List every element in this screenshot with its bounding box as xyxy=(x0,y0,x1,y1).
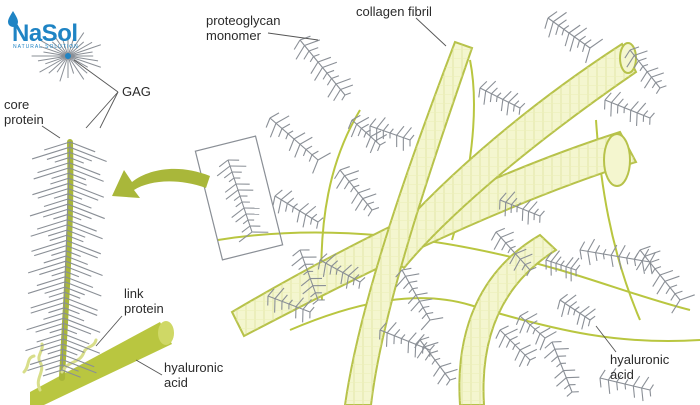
water-drop-icon xyxy=(8,11,18,27)
proteoglycan-bristles xyxy=(369,117,415,151)
label-core-protein: core protein xyxy=(4,97,44,127)
proteoglycan-bristles xyxy=(478,80,526,116)
proteoglycan-bristles xyxy=(291,249,326,305)
label-hyaluronic-acid-right: hyaluronic acid xyxy=(610,352,670,382)
proteoglycan-bristles xyxy=(544,11,604,64)
proteoglycan-bristles xyxy=(334,166,380,217)
proteoglycan-bristles xyxy=(557,293,596,330)
proteoglycan-bristles xyxy=(624,46,667,95)
gag-chains xyxy=(25,11,695,402)
proteoglycan-bristles xyxy=(579,238,656,274)
hyaluronic-acid-rod xyxy=(30,322,172,405)
logo-text: NaSol xyxy=(12,20,78,47)
fibril-cross-section xyxy=(603,133,631,187)
proteoglycan-bristles xyxy=(347,114,388,154)
label-gag: GAG xyxy=(122,84,151,99)
gag-center xyxy=(65,53,71,59)
pointer-arrow xyxy=(112,168,210,198)
proteoglycan-bristles xyxy=(599,367,654,402)
proteoglycan-bristles xyxy=(604,91,655,126)
proteoglycan-bristles xyxy=(216,159,269,243)
proteoglycan-bristles xyxy=(495,325,538,368)
proteoglycan-bristles xyxy=(395,267,444,331)
proteoglycan-bristles xyxy=(267,287,315,323)
proteoglycan-bristles xyxy=(499,191,545,225)
proteoglycan-bristles xyxy=(379,321,435,358)
proteoglycan-bristles xyxy=(515,310,557,351)
selection-box xyxy=(194,135,284,261)
label-collagen-fibril: collagen fibril xyxy=(356,4,432,19)
leader-lines xyxy=(41,17,617,376)
label-hyaluronic-acid-left: hyaluronic acid xyxy=(164,360,224,390)
left-proteoglycan-bristles xyxy=(25,141,107,378)
collagen-fibrils xyxy=(230,40,638,405)
proteoglycan-bristles xyxy=(265,112,331,174)
proteoglycan-bristles xyxy=(543,341,580,397)
proteoglycan-bristles xyxy=(293,35,354,102)
proteoglycan-bristles xyxy=(545,250,581,282)
gag-starburst xyxy=(31,30,101,82)
proteoglycan-bristles xyxy=(317,253,366,289)
logo-tagline: NATURAL SOLUTION xyxy=(13,44,79,50)
proteoglycan-bristles xyxy=(414,336,458,386)
proteoglycan-bristles xyxy=(272,189,324,229)
proteoglycan-bristles xyxy=(490,227,537,277)
label-proteoglycan-monomer: proteoglycan monomer xyxy=(206,13,281,43)
label-link-protein: link protein xyxy=(124,286,164,316)
proteoglycan-bristles xyxy=(633,245,695,314)
core-protein xyxy=(59,139,74,381)
